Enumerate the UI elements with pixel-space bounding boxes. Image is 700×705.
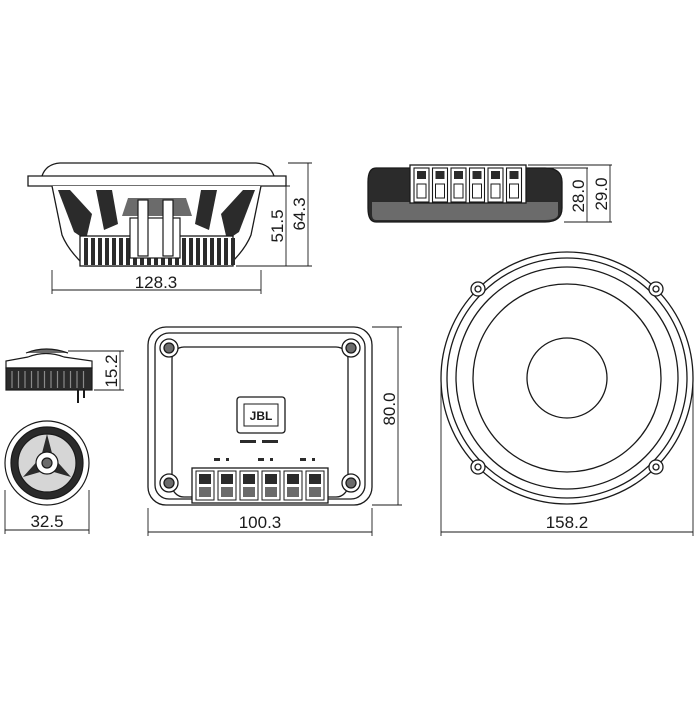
terminal-screw — [309, 474, 321, 484]
terminal-slot — [243, 487, 255, 497]
terminal-screw — [509, 171, 519, 179]
terminal-screw — [417, 171, 426, 179]
terminal-slot — [509, 183, 519, 199]
cooling-fin — [126, 238, 130, 265]
cooling-fin — [224, 238, 228, 265]
terminal-screw — [221, 474, 233, 484]
tweeter-front-dimension-lines — [4, 490, 90, 534]
cooling-fin — [203, 238, 207, 265]
woofer-depth-label: 51.5 — [268, 209, 287, 242]
terminal-screw — [454, 171, 463, 179]
terminal-slot — [221, 487, 233, 497]
woofer-width-label: 128.3 — [135, 273, 178, 292]
terminal-screw — [243, 474, 255, 484]
terminal-slot — [265, 487, 277, 497]
crossover-inner-height-label: 28.0 — [569, 179, 588, 212]
crossover-height-label: 80.0 — [380, 392, 399, 425]
woofer-front-dimension-lines — [440, 380, 694, 536]
woofer-side-dimension-lines — [51, 162, 312, 294]
terminal-screw — [472, 171, 482, 179]
woofer-height-label: 64.3 — [290, 197, 309, 230]
jbl-logo: JBL — [243, 403, 279, 427]
terminal-screw — [265, 474, 277, 484]
crossover-small-markings — [214, 440, 315, 461]
crossover-width-label: 100.3 — [239, 513, 282, 532]
cooling-fin — [196, 238, 200, 265]
crossover-top-terminal-block — [191, 467, 329, 504]
crossover-outer-height-label: 29.0 — [592, 177, 611, 210]
cooling-fin — [231, 238, 235, 265]
tweeter-body-ribs — [11, 371, 85, 388]
terminal-screw — [491, 171, 500, 179]
terminal-slot — [199, 487, 211, 497]
terminal-slot — [472, 183, 482, 199]
cooling-fin — [182, 238, 186, 265]
terminal-slot — [287, 487, 299, 497]
cooling-fin — [189, 238, 193, 265]
terminal-slot — [453, 183, 464, 199]
tweeter-diameter-label: 32.5 — [30, 512, 63, 531]
terminal-housing — [191, 467, 329, 504]
terminal-slot — [490, 183, 501, 199]
crossover-terminal-block — [413, 167, 523, 203]
terminal-slot — [416, 183, 427, 199]
woofer-front-view — [440, 251, 694, 505]
svg-text:JBL: JBL — [250, 409, 273, 423]
tweeter-height-label: 15.2 — [102, 354, 121, 387]
cooling-fin — [119, 238, 123, 265]
cooling-fin — [112, 238, 116, 265]
tweeter-front-view — [4, 420, 90, 506]
woofer-terminal — [129, 199, 181, 259]
terminal-slot — [309, 487, 321, 497]
cooling-fin — [105, 238, 109, 265]
terminal-screw — [199, 474, 211, 484]
terminal-screw — [435, 171, 445, 179]
crossover-side-dimension-lines — [528, 164, 612, 223]
cooling-fin — [84, 238, 88, 265]
cooling-fin — [217, 238, 221, 265]
tweeter-side-dimension-lines — [68, 350, 124, 391]
crossover-top-dimension-lines — [147, 326, 402, 536]
cooling-fin — [210, 238, 214, 265]
terminal-screw — [287, 474, 299, 484]
cooling-fin — [98, 238, 102, 265]
woofer-diameter-label: 158.2 — [546, 513, 589, 532]
terminal-slot — [435, 183, 445, 199]
cooling-fin — [91, 238, 95, 265]
